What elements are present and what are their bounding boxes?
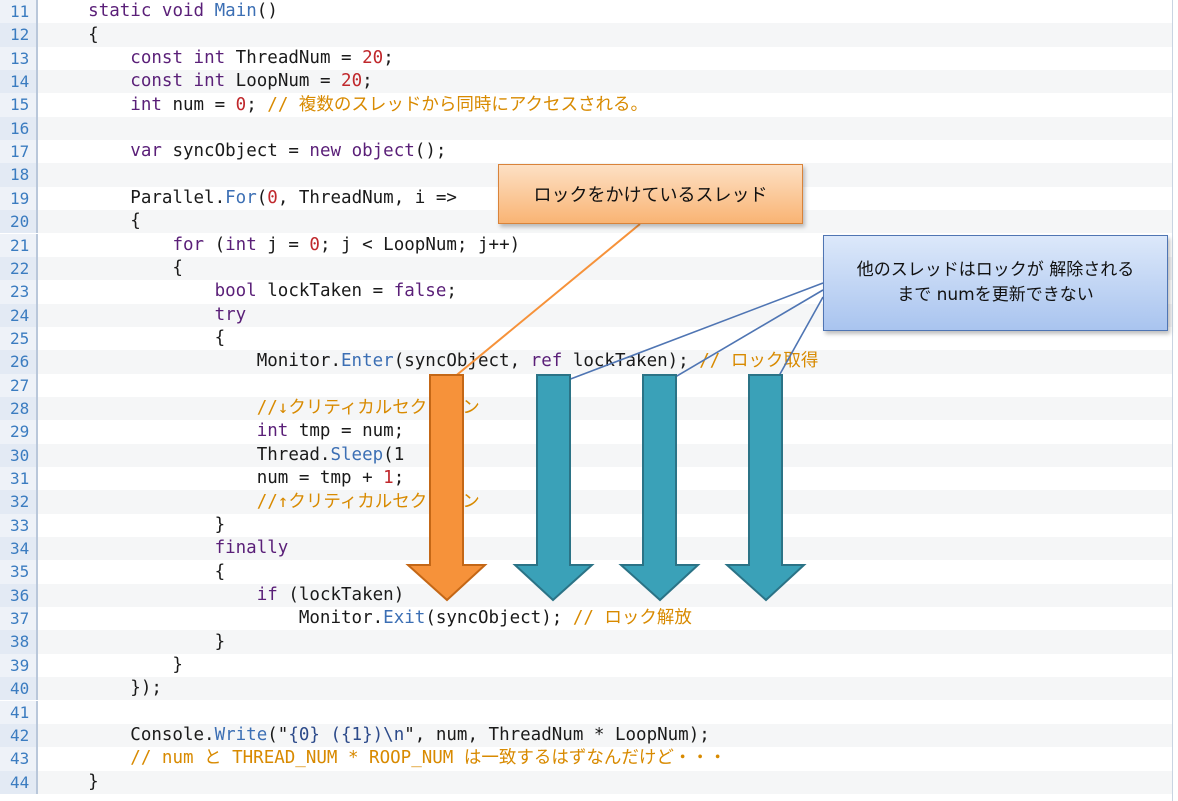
code-line[interactable]: 12 { xyxy=(0,23,1172,47)
line-number: 41 xyxy=(0,700,38,724)
code-text: Console.Write("{0} ({1})\n", num, Thread… xyxy=(46,725,710,746)
line-number: 43 xyxy=(0,747,38,771)
line-number: 29 xyxy=(0,420,38,444)
line-number: 11 xyxy=(0,0,38,24)
line-number: 12 xyxy=(0,23,38,47)
code-text: if (lockTaken) xyxy=(256,584,405,605)
line-number: 22 xyxy=(0,256,38,281)
code-text: { xyxy=(46,258,183,279)
callout-lock-holder: ロックをかけているスレッド xyxy=(498,164,803,224)
code-text: // num と THREAD_NUM * ROOP_NUM は一致するはずなん… xyxy=(130,748,727,769)
code-text: bool lockTaken = false; xyxy=(214,281,457,302)
code-text: var syncObject = new object(); xyxy=(130,141,447,162)
code-line[interactable]: 33 } xyxy=(0,513,1172,538)
line-number: 13 xyxy=(0,46,38,71)
line-number: 40 xyxy=(0,677,38,701)
code-text: } xyxy=(46,631,226,652)
code-line[interactable]: 15 int num = 0; // 複数のスレッドから同時にアクセスされる。 xyxy=(0,93,1172,117)
line-number: 15 xyxy=(0,93,38,117)
code-line[interactable]: 29 int tmp = num; xyxy=(0,420,1172,444)
line-number: 31 xyxy=(0,467,38,491)
line-number: 18 xyxy=(0,163,38,187)
code-text: Parallel.For(0, ThreadNum, i => xyxy=(46,187,457,208)
code-text: Monitor.Enter(syncObject, ref lockTaken)… xyxy=(46,351,819,372)
code-text: } xyxy=(46,771,99,792)
code-text: } xyxy=(46,654,183,675)
line-number: 35 xyxy=(0,560,38,584)
line-number: 19 xyxy=(0,186,38,211)
code-line[interactable]: 11 static void Main() xyxy=(0,0,1172,24)
code-text: Thread.Sleep(1 xyxy=(46,444,405,465)
code-line[interactable]: 25 { xyxy=(0,326,1172,351)
code-line[interactable]: 17 var syncObject = new object(); xyxy=(0,140,1172,164)
code-text: try xyxy=(214,304,247,325)
code-line[interactable]: 38 } xyxy=(0,630,1172,654)
code-line[interactable]: 36 if (lockTaken) xyxy=(0,583,1172,608)
code-text: { xyxy=(46,328,226,349)
code-line[interactable]: 13 const int ThreadNum = 20; xyxy=(0,46,1172,71)
code-text: int tmp = num; xyxy=(256,421,405,442)
line-number: 37 xyxy=(0,607,38,631)
code-text: static void Main() xyxy=(88,1,278,22)
code-line[interactable]: 44 } xyxy=(0,770,1172,794)
code-line[interactable]: 14 const int LoopNum = 20; xyxy=(0,70,1172,94)
code-line[interactable]: 19 Parallel.For(0, ThreadNum, i => xyxy=(0,186,1172,211)
code-line[interactable]: 42 Console.Write("{0} ({1})\n", num, Thr… xyxy=(0,723,1172,748)
code-line[interactable]: 34 finally xyxy=(0,537,1172,561)
line-number: 23 xyxy=(0,280,38,304)
code-text: } xyxy=(46,514,226,535)
code-line[interactable]: 16 xyxy=(0,116,1172,141)
code-text: for (int j = 0; j < LoopNum; j++) xyxy=(172,234,521,255)
code-line[interactable]: 43 // num と THREAD_NUM * ROOP_NUM は一致するは… xyxy=(0,747,1172,771)
line-number: 34 xyxy=(0,537,38,561)
code-line[interactable]: 35 { xyxy=(0,560,1172,584)
code-line[interactable]: 27 xyxy=(0,373,1172,397)
code-line[interactable]: 37 Monitor.Exit(syncObject); // ロック解放 xyxy=(0,607,1172,631)
code-text: int num = 0; // 複数のスレッドから同時にアクセスされる。 xyxy=(130,94,649,115)
code-text: //↓クリティカルセクション xyxy=(256,398,480,419)
code-text: { xyxy=(46,561,226,582)
line-number: 39 xyxy=(0,653,38,678)
code-line[interactable]: 32 //↑クリティカルセクション xyxy=(0,490,1172,514)
line-number: 25 xyxy=(0,326,38,351)
code-line[interactable]: 28 //↓クリティカルセクション xyxy=(0,396,1172,421)
line-number: 33 xyxy=(0,513,38,538)
line-number: 44 xyxy=(0,770,38,794)
code-text: Monitor.Exit(syncObject); // ロック解放 xyxy=(46,608,692,629)
code-line[interactable]: 26 Monitor.Enter(syncObject, ref lockTak… xyxy=(0,350,1172,374)
code-text: finally xyxy=(214,538,289,559)
line-number: 42 xyxy=(0,723,38,748)
code-line[interactable]: 39 } xyxy=(0,653,1172,678)
line-number: 14 xyxy=(0,70,38,94)
callout-other-threads-line1: 他のスレッドはロックが 解除される xyxy=(856,260,1135,280)
code-line[interactable]: 31 num = tmp + 1; xyxy=(0,467,1172,491)
code-text: { xyxy=(46,24,99,45)
code-line[interactable]: 23 bool lockTaken = false; xyxy=(0,280,1172,304)
code-line[interactable]: 41 xyxy=(0,700,1172,724)
line-number: 38 xyxy=(0,630,38,654)
code-text: const int LoopNum = 20; xyxy=(130,71,373,92)
code-text: { xyxy=(46,211,141,232)
line-number: 36 xyxy=(0,583,38,608)
line-number: 20 xyxy=(0,210,38,234)
line-number: 30 xyxy=(0,443,38,467)
code-line[interactable]: 30 Thread.Sleep(1 xyxy=(0,443,1172,467)
line-number: 17 xyxy=(0,140,38,164)
callout-lock-holder-text: ロックをかけているスレッド xyxy=(533,185,768,206)
line-number: 32 xyxy=(0,490,38,514)
line-number: 26 xyxy=(0,350,38,374)
line-number: 16 xyxy=(0,116,38,141)
code-text: //↑クリティカルセクション xyxy=(256,491,480,512)
line-number: 24 xyxy=(0,303,38,327)
code-text: const int ThreadNum = 20; xyxy=(130,47,394,68)
code-text: }); xyxy=(46,678,162,699)
code-line[interactable]: 40 }); xyxy=(0,677,1172,701)
line-number: 27 xyxy=(0,373,38,397)
callout-other-threads-line2: まで numを更新できない xyxy=(897,285,1094,305)
callout-other-threads: 他のスレッドはロックが 解除される まで numを更新できない xyxy=(823,235,1168,331)
code-text: num = tmp + 1; xyxy=(46,468,405,489)
line-number: 28 xyxy=(0,396,38,421)
line-number: 21 xyxy=(0,233,38,257)
